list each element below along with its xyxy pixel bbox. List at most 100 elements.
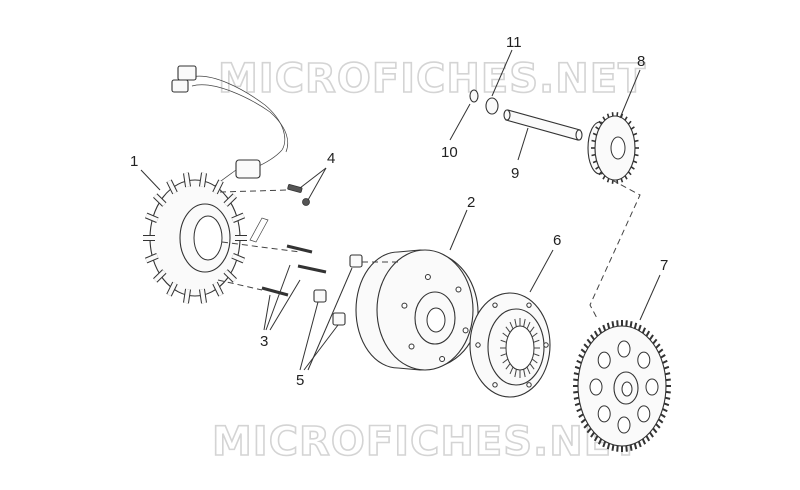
gear-7-tooth [664,396,671,400]
gear-8-tooth [630,126,635,130]
gear-7-tooth [662,408,668,413]
clutch-hole [526,382,532,388]
stator-tooth-fill [153,194,166,207]
gear-8-tooth [620,113,624,118]
gear-7-tooth [602,441,607,448]
gear-7-tooth [578,413,584,418]
gear-7-tooth [652,338,658,345]
stator-teeth [143,172,247,304]
gear-7-tooth [576,359,582,364]
ring-gear-part-7 [573,320,671,452]
gear-7-tooth [655,423,661,429]
clutch-hole [492,382,498,388]
pickup-sensor [235,159,261,179]
gear-7-tooth [573,396,580,400]
clutch-spline [523,318,526,327]
gear-7-tooth [665,378,671,382]
circlip-part-10 [469,89,479,103]
gear-7-tooth [660,354,666,359]
connector-1 [177,65,197,81]
leader-lines [140,49,661,371]
bolt-3c [261,286,289,297]
clutch-spline [523,369,526,378]
clutch-spline [500,339,507,343]
clutch-bore [505,325,535,371]
callout-8: 8 [637,53,645,70]
idler-gear-part-8 [587,112,639,184]
gear-7-tooth [573,390,579,394]
gear-8-tooth [606,113,610,118]
gear-7-tooth [590,334,595,341]
clutch-hole [475,342,481,348]
shaft-end-left [503,109,511,121]
gear-7-tooth [576,408,582,413]
flywheel-hole [455,286,462,293]
gear-8-tooth [630,166,635,170]
gear-8-tooth [602,175,606,180]
gear-7-tooth [611,321,615,328]
gear-7-tooth [665,390,671,394]
gear-7-tooth [663,365,670,370]
gear-7-tooth [580,348,587,354]
gear-7-tooth [649,334,654,341]
washer-part-11 [485,97,499,115]
gear-7-tooth [606,322,611,329]
gear-8-tooth [598,171,603,176]
clutch-spline [531,332,538,338]
gear-8-tooth [620,178,624,183]
stator-tooth-fill [231,253,245,263]
gear-8-tooth [627,120,632,125]
ring-gear-hole [597,351,611,369]
stator-tooth-fill [167,282,177,297]
clutch-spline [505,326,511,333]
screw-4a [287,184,303,193]
callout-7: 7 [660,257,668,274]
stud-5b [313,289,327,303]
gear-8-tooth [602,116,606,121]
stator-tooth-fill [213,282,223,297]
ring-gear-hole [597,405,611,423]
assembly-line-8-7 [589,179,641,321]
clutch-spline [531,358,538,364]
watermark-bottom: MICROFICHES.NET [212,419,640,465]
gear-7-teeth [573,320,671,452]
clutch-spline [529,326,535,333]
gear-8-tooth [624,116,628,121]
callout-11: 11 [506,34,522,51]
ring-gear-hole [589,378,603,396]
clutch-holes [475,302,549,388]
screws-part-4 [287,184,310,206]
gear-7-tooth [597,438,603,445]
gear-7-tooth [573,378,579,382]
clutch-spline [529,363,535,370]
gear-7-tooth [657,418,664,424]
ring-gear-hole [617,340,631,358]
gear-8-tooth [592,160,598,164]
clutch-spline [526,321,531,330]
stud-5c [332,312,346,326]
gear-7-tooth [662,359,668,364]
shaft-part-9 [503,109,583,141]
flywheel-hole [462,327,469,334]
gear-8-tooth [627,171,632,176]
callout-3: 3 [260,333,268,350]
gear-8-tooth [632,132,638,136]
stator-tooth-fill [224,269,237,282]
gear-8-tooth [632,160,638,164]
gear-7-tooth [602,324,607,331]
wire-clamp [249,217,269,243]
gear-8-tooth [606,178,610,183]
stator-tooth-fill [145,213,159,223]
gear-7-tooth [583,423,589,429]
clutch-spline [533,353,540,357]
stator-tooth-fill [183,288,191,304]
flywheel-hole [401,302,408,309]
screw-4b [302,198,310,206]
stator-tooth-fill [167,179,177,194]
gear-7-tooth [641,438,647,445]
gear-7-tooth [655,343,661,349]
bolt-3b [297,264,327,274]
flywheel-hole [408,343,415,350]
gear-7-tooth [652,427,658,434]
flywheel-center [426,307,446,333]
